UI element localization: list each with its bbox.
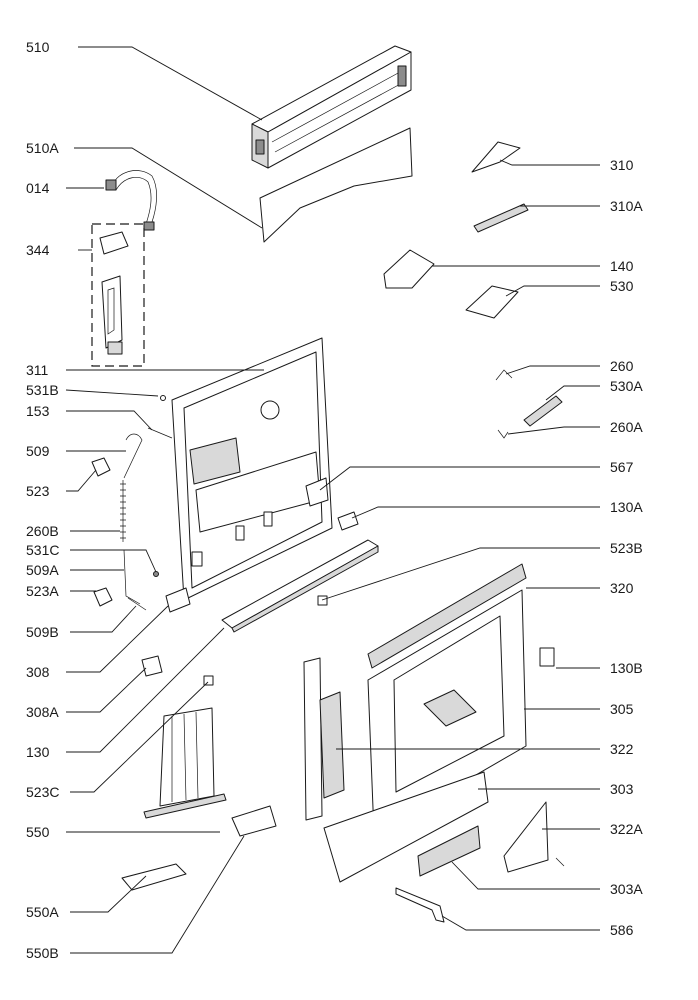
part-530-hinge-block [465,285,519,319]
part-523B-clip [317,595,328,606]
part-531B-screw [160,395,166,401]
label-308: 308 [26,664,50,680]
part-260A-clip [497,429,509,439]
part-305-outer-panel [367,589,527,835]
label-140: 140 [610,258,634,274]
label-523: 523 [26,483,50,499]
label-014: 014 [26,180,50,196]
part-303A-bottom-strip [417,825,481,877]
part-130A-block [337,511,359,531]
label-567: 567 [610,459,634,475]
right-labels: 310 310A 140 530 260 530A 260A 567 130A … [610,157,643,938]
part-310-cover [471,141,521,173]
label-509: 509 [26,443,50,459]
label-509A: 509A [26,562,59,578]
label-130: 130 [26,744,50,760]
part-303-bottom-panel [323,771,489,883]
part-308-hinge [165,587,191,613]
part-260B-spring [120,480,126,542]
part-530A-strip [523,395,563,427]
part-509-hinge-cable [123,433,143,479]
label-510A: 510A [26,140,59,156]
label-550: 550 [26,824,50,840]
label-531B: 531B [26,382,59,398]
label-310: 310 [610,157,634,173]
label-523B: 523B [610,540,643,556]
label-322: 322 [610,741,634,757]
left-labels: 510 510A 014 344 311 531B 153 509 523 26… [26,39,59,961]
part-140-bracket [383,249,435,289]
part-310A-rail [473,203,529,233]
part-509A-cable [123,549,141,605]
part-550-seal [143,707,227,819]
leader-lines [65,46,600,954]
label-260A: 260A [610,419,643,435]
part-550A-foot [121,863,187,891]
label-344: 344 [26,242,50,258]
label-153: 153 [26,403,50,419]
part-320-seal-strip [367,563,527,669]
part-322A-side-plate [503,801,565,873]
label-531C: 531C [26,542,59,558]
part-523C-clip [203,675,214,686]
label-530A: 530A [610,378,643,394]
part-130B-block [539,647,555,667]
label-322A: 322A [610,821,643,837]
part-510A-panel-strip [259,127,413,243]
part-311-inner-door [171,337,333,601]
part-510-control-rail [251,45,412,169]
label-586: 586 [610,922,634,938]
label-303A: 303A [610,881,643,897]
label-305: 305 [610,701,634,717]
part-523A-pulley [93,587,113,607]
label-303: 303 [610,781,634,797]
part-567-door-latch [305,477,329,507]
part-523-pulley [91,457,111,477]
label-523C: 523C [26,784,59,800]
label-510: 510 [26,39,50,55]
label-523A: 523A [26,583,59,599]
part-014-wiring-harness [105,170,157,231]
label-530: 530 [610,278,634,294]
part-586-foot-rail [395,887,445,923]
part-509B-cable-end [127,597,147,611]
part-130-lower-rail [221,539,379,633]
part-322-side-panel [303,657,345,821]
label-509B: 509B [26,624,59,640]
label-320: 320 [610,580,634,596]
part-260-spring-clip [495,369,513,381]
label-308A: 308A [26,704,59,720]
part-550B-foot-bracket [231,805,277,837]
label-260: 260 [610,358,634,374]
label-310A: 310A [610,198,643,214]
part-308A-hinge-bracket [141,655,163,677]
label-260B: 260B [26,523,59,539]
part-531C-screw [153,571,159,577]
label-550B: 550B [26,945,59,961]
label-130A: 130A [610,499,643,515]
part-344-switch-assembly [91,223,145,367]
label-130B: 130B [610,660,643,676]
label-311: 311 [26,362,49,378]
label-550A: 550A [26,904,59,920]
